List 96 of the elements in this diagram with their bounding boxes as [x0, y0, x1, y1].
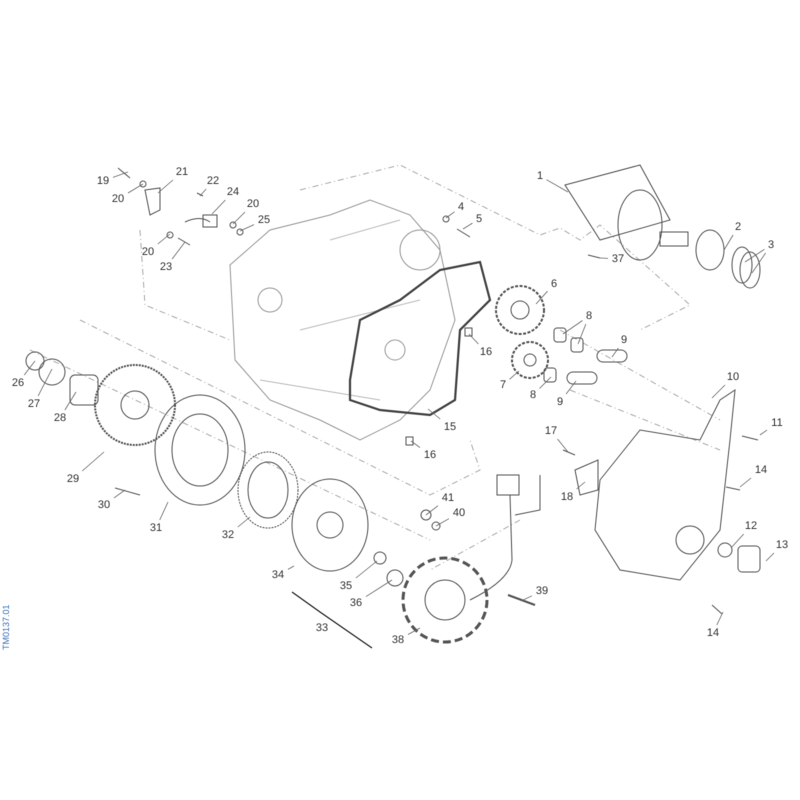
leader-line: [356, 560, 378, 578]
callout-number: 12: [744, 520, 758, 532]
leader-line: [436, 518, 450, 526]
leader-line: [446, 211, 455, 218]
leader-line: [24, 360, 36, 376]
leader-line: [38, 368, 52, 396]
callout-number: 18: [560, 491, 574, 503]
leader-line: [760, 430, 768, 436]
callout-number: 14: [706, 627, 720, 639]
callout-number: 39: [536, 585, 548, 597]
leader-line: [157, 234, 170, 244]
leader-line: [232, 212, 246, 224]
leader-line: [114, 490, 126, 498]
leader-line: [462, 222, 473, 230]
callout-number: 19: [96, 175, 110, 187]
callout-number: 8: [586, 310, 592, 322]
callout-number: 41: [442, 492, 454, 504]
leader-line: [112, 172, 128, 178]
callout-number: 36: [350, 597, 362, 609]
leader-line: [468, 334, 479, 344]
callout-number: 29: [66, 473, 80, 485]
callout-number: 20: [246, 198, 260, 210]
leader-line: [172, 242, 186, 260]
callout-number: 33: [316, 622, 328, 634]
leader-line: [716, 612, 724, 626]
callout-number: 20: [112, 193, 124, 205]
callout-number: 13: [776, 539, 788, 551]
callout-number: 31: [150, 522, 162, 534]
leader-line: [730, 534, 744, 548]
callout-number: 17: [544, 425, 558, 437]
leader-line: [600, 258, 608, 259]
callout-number: 14: [754, 464, 768, 476]
leader-line: [64, 392, 76, 410]
leader-line: [128, 184, 144, 194]
leader-line: [426, 505, 438, 516]
leader-line: [428, 408, 441, 420]
callout-number: 1: [536, 170, 544, 182]
callout-number: 8: [530, 389, 536, 401]
drawing-code: TM0137.01: [1, 604, 11, 650]
callout-number: 28: [54, 412, 66, 424]
leader-line: [724, 234, 734, 250]
callout-number: 9: [620, 334, 628, 346]
leader-line: [766, 552, 774, 562]
callout-number: 10: [726, 371, 740, 383]
callout-number: 26: [12, 377, 24, 389]
callout-number: 16: [480, 346, 492, 358]
callout-number: 16: [424, 449, 436, 461]
callout-number: 11: [771, 417, 783, 429]
callout-number: 9: [556, 396, 564, 408]
callout-number: 24: [226, 186, 240, 198]
leader-line: [237, 516, 250, 528]
callout-number: 27: [28, 398, 40, 410]
callout-number: 21: [176, 166, 188, 178]
leader-line: [566, 380, 576, 394]
callout-number: 25: [258, 214, 270, 226]
leader-line: [200, 188, 206, 196]
callout-number: 15: [444, 421, 456, 433]
leader-line: [752, 252, 766, 274]
leader-line: [562, 320, 583, 334]
leader-line: [546, 179, 568, 192]
leader-line: [408, 628, 420, 635]
callout-number: 6: [550, 278, 558, 290]
leader-line: [240, 224, 254, 232]
leader-line: [536, 290, 548, 304]
leader-line: [557, 438, 568, 452]
leader-line: [744, 248, 765, 262]
leader-line: [612, 348, 619, 358]
leader-line: [509, 370, 520, 380]
callout-number: 40: [452, 507, 466, 519]
leader-line: [576, 482, 586, 490]
leader-line: [539, 376, 552, 389]
callout-number: 38: [392, 634, 404, 646]
leader-line: [366, 580, 392, 597]
callout-number: 30: [98, 499, 110, 511]
callout-number: 20: [142, 246, 154, 258]
leader-line: [288, 566, 294, 570]
callout-number: 22: [206, 175, 220, 187]
leader-line: [410, 440, 420, 448]
leader-line: [159, 502, 168, 520]
callout-number: 37: [612, 253, 624, 265]
callout-number: 5: [476, 213, 482, 225]
callout-number: 7: [500, 379, 506, 391]
leader-line: [212, 200, 226, 214]
callout-number: 3: [768, 239, 774, 251]
leader-line: [82, 452, 104, 472]
leader-line: [520, 595, 532, 602]
callout-number: 23: [160, 261, 172, 273]
callout-number: 4: [458, 201, 464, 213]
leader-line: [158, 180, 174, 194]
leader-line: [578, 324, 586, 344]
leader-line: [712, 384, 726, 398]
callout-number: 32: [222, 529, 234, 541]
callout-number: 34: [272, 569, 284, 581]
callout-number: 2: [734, 221, 742, 233]
leader-line: [740, 478, 752, 488]
callout-number: 35: [340, 580, 352, 592]
